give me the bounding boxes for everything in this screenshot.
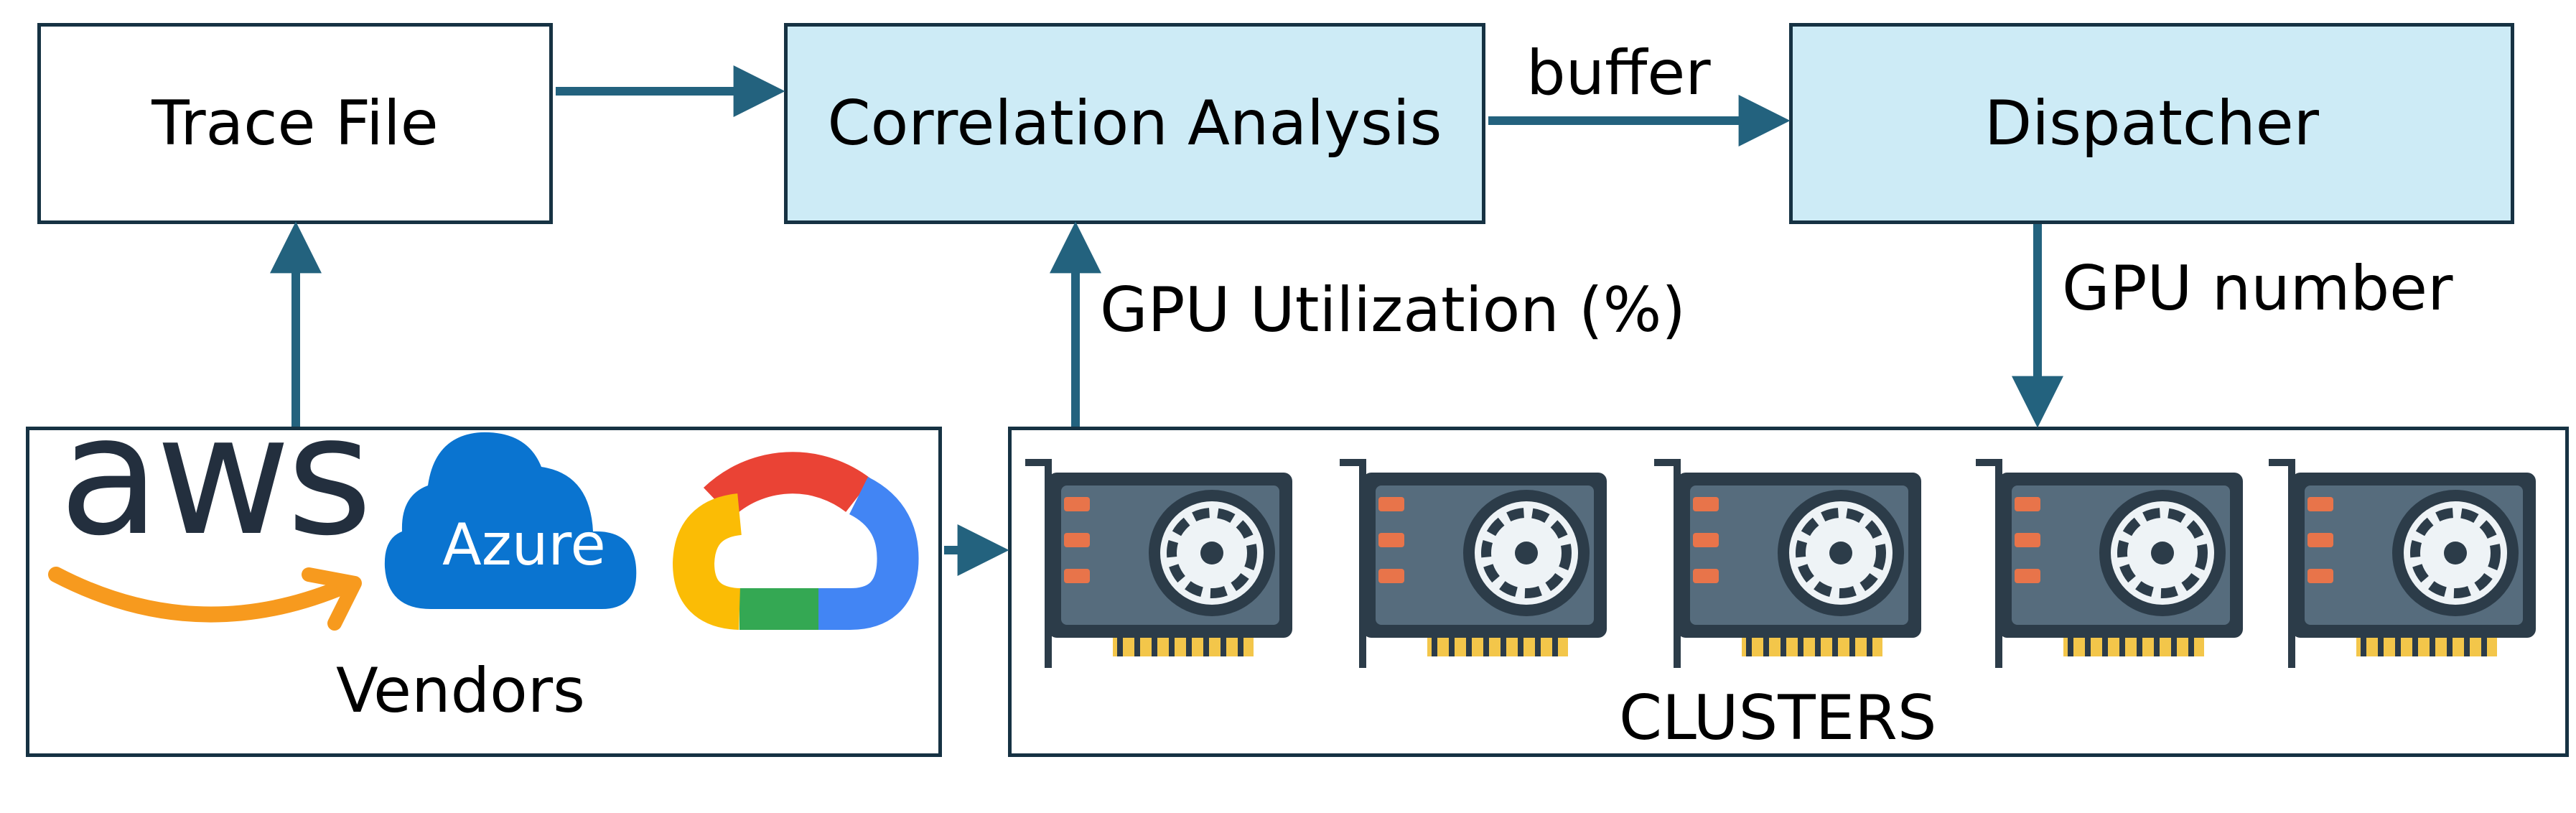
trace-file-label: Trace File: [151, 88, 439, 159]
gpu-card: [1654, 459, 1921, 668]
vendors-label: Vendors: [336, 655, 585, 727]
dispatcher-label: Dispatcher: [1984, 88, 2319, 159]
google-cloud-blue-arc: [818, 477, 919, 630]
azure-wordmark: Azure: [442, 511, 606, 578]
dispatcher-box: Dispatcher: [1789, 23, 2514, 224]
aws-smile-icon: [48, 567, 345, 623]
correlation-analysis-box: Correlation Analysis: [784, 23, 1485, 224]
azure-cloud-icon: [384, 432, 637, 609]
google-cloud-red-arc: [703, 452, 872, 519]
gpu-card: [1025, 459, 1292, 668]
gpu-card: [1976, 459, 2243, 668]
gpu-cards: [1025, 459, 2536, 668]
google-cloud-yellow-arc: [672, 493, 743, 630]
google-cloud-logo: [672, 452, 919, 630]
aws-wordmark: aws: [59, 381, 368, 572]
aws-logo: aws: [48, 381, 373, 631]
gpu-card: [2269, 459, 2536, 668]
clusters-label: CLUSTERS: [1619, 682, 1937, 754]
azure-logo: Azure: [384, 432, 637, 609]
trace-file-box: Trace File: [37, 23, 553, 224]
gpu-utilization-label: GPU Utilization (%): [1100, 274, 1686, 346]
gpu-card: [1340, 459, 1607, 668]
correlation-analysis-label: Correlation Analysis: [827, 88, 1442, 159]
buffer-label: buffer: [1526, 37, 1711, 109]
gpu-number-label: GPU number: [2062, 253, 2453, 325]
